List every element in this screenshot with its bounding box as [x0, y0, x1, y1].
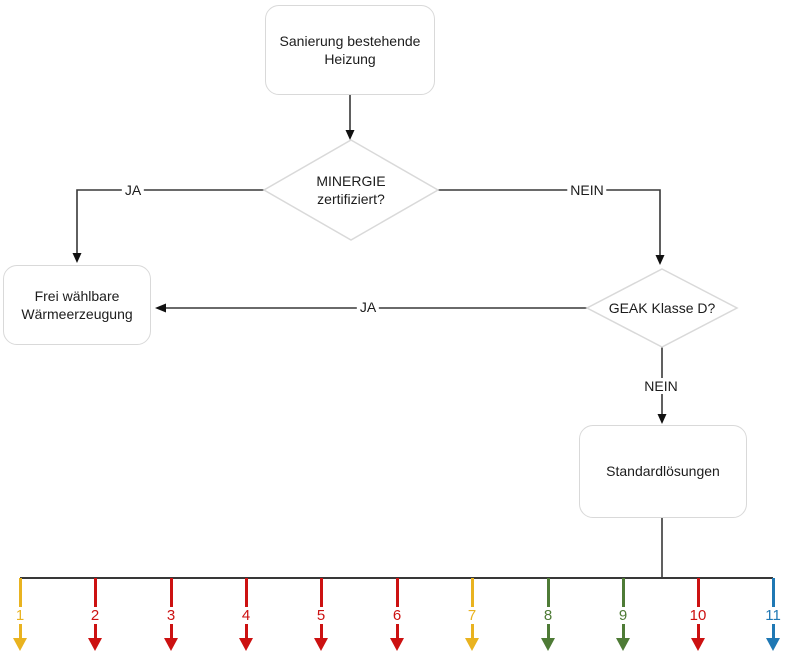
node-free-choice: Frei wählbare Wärmeerzeugung [3, 265, 151, 345]
edge-minergie-yes [76, 189, 264, 253]
arrowhead [345, 130, 355, 140]
edge-label-minergie-yes: JA [121, 182, 145, 198]
arrowhead [657, 414, 667, 424]
decision-geak-shape [585, 268, 739, 348]
node-standard: Standardlösungen [579, 425, 747, 518]
node-standard-label: Standardlösungen [606, 463, 720, 480]
edge-label-geak-yes: JA [356, 299, 380, 315]
node-free-choice-label: Frei wählbare Wärmeerzeugung [21, 287, 133, 322]
solution-number: 10 [687, 607, 709, 624]
arrow-down-icon [541, 638, 555, 651]
arrow-down-icon [390, 638, 404, 651]
node-start-label: Sanierung bestehende Heizung [279, 32, 421, 67]
solution-number: 2 [88, 607, 102, 624]
arrowhead [72, 253, 82, 263]
edge-label-geak-no: NEIN [641, 378, 681, 394]
solution-number: 4 [239, 607, 253, 624]
node-start: Sanierung bestehende Heizung [265, 5, 435, 95]
arrow-down-icon [766, 638, 780, 651]
decision-minergie-shape [262, 139, 440, 241]
solution-number: 3 [164, 607, 178, 624]
solution-number: 5 [314, 607, 328, 624]
node-geak-label: GEAK Klasse D? [608, 299, 716, 316]
solution-number: 7 [465, 607, 479, 624]
arrow-down-icon [13, 638, 27, 651]
solution-number: 9 [616, 607, 630, 624]
solution-number: 1 [13, 607, 27, 624]
edge-minergie-no [438, 189, 661, 255]
arrow-down-icon [314, 638, 328, 651]
edge-label-minergie-no: NEIN [567, 182, 607, 198]
arrow-down-icon [465, 638, 479, 651]
arrow-down-icon [88, 638, 102, 651]
solution-number: 11 [763, 607, 783, 624]
arrow-down-icon [164, 638, 178, 651]
solution-number: 6 [390, 607, 404, 624]
arrowhead [655, 255, 665, 265]
solution-number: 8 [541, 607, 555, 624]
node-minergie-label: MINERGIE zertifiziert? [316, 172, 386, 207]
arrow-down-icon [691, 638, 705, 651]
arrowhead [155, 303, 166, 313]
arrow-down-icon [616, 638, 630, 651]
arrow-down-icon [239, 638, 253, 651]
